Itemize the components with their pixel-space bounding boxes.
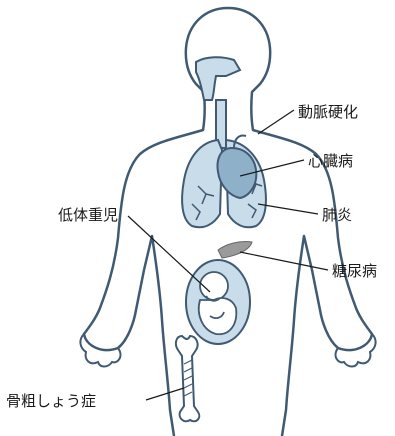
label-diabetes: 糖尿病 (332, 262, 377, 280)
label-arteriosclerosis: 動脈硬化 (298, 103, 358, 121)
callout-pneumonia (258, 204, 318, 214)
label-osteoporosis: 骨粗しょう症 (6, 392, 96, 410)
left-lung (182, 140, 222, 227)
label-heart-disease: 心臓病 (308, 152, 353, 170)
femur-bone (176, 336, 199, 421)
callout-diabetes (240, 252, 328, 270)
callout-osteoporosis (146, 388, 184, 400)
label-low-birth-weight: 低体重児 (58, 206, 118, 224)
pancreas (218, 241, 252, 258)
airway-head (196, 57, 240, 100)
callout-arteriosclerosis (258, 110, 294, 134)
label-pneumonia: 肺炎 (322, 206, 352, 224)
